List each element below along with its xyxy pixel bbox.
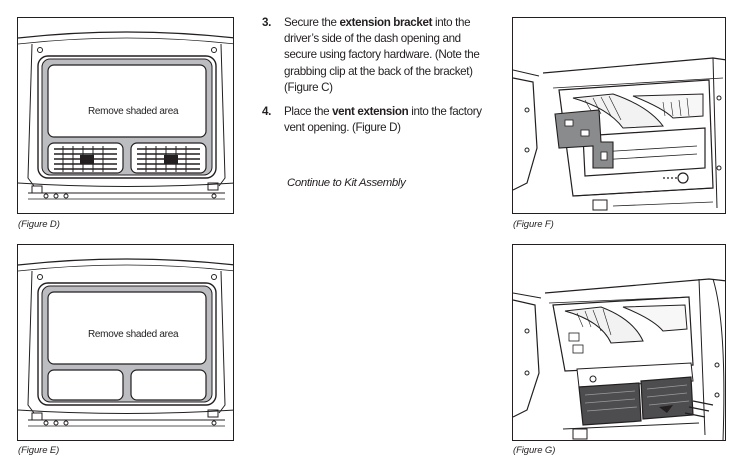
- figure-g: [512, 244, 726, 441]
- figure-e-shaded-label: Remove shaded area: [88, 329, 179, 340]
- step-3: 3. Secure the extension bracket into the…: [262, 15, 487, 96]
- figure-g-caption: (Figure G): [513, 445, 556, 456]
- step-4: 4. Place the vent extension into the fac…: [262, 104, 487, 136]
- continue-note: Continue to Kit Assembly: [287, 177, 406, 189]
- figure-d-drawing: [18, 31, 233, 200]
- step-number: 3.: [262, 16, 271, 29]
- figure-f-caption: (Figure F): [513, 219, 554, 230]
- figure-d-caption: (Figure D): [18, 219, 60, 230]
- figure-f-drawing: [513, 57, 725, 211]
- figure-g-drawing: [513, 278, 725, 440]
- figure-f: [512, 17, 726, 214]
- instruction-steps: 3. Secure the extension bracket into the…: [262, 15, 487, 144]
- figure-d: Remove shaded area: [17, 17, 234, 214]
- step-number: 4.: [262, 105, 271, 119]
- step-text: Secure the extension bracket into the dr…: [284, 16, 480, 94]
- figure-e-caption: (Figure E): [18, 445, 60, 456]
- figure-e-drawing: [18, 258, 233, 427]
- step-text: Place the vent extension into the factor…: [284, 105, 482, 135]
- figure-d-shaded-label: Remove shaded area: [88, 106, 179, 117]
- figure-e: Remove shaded area: [17, 244, 234, 441]
